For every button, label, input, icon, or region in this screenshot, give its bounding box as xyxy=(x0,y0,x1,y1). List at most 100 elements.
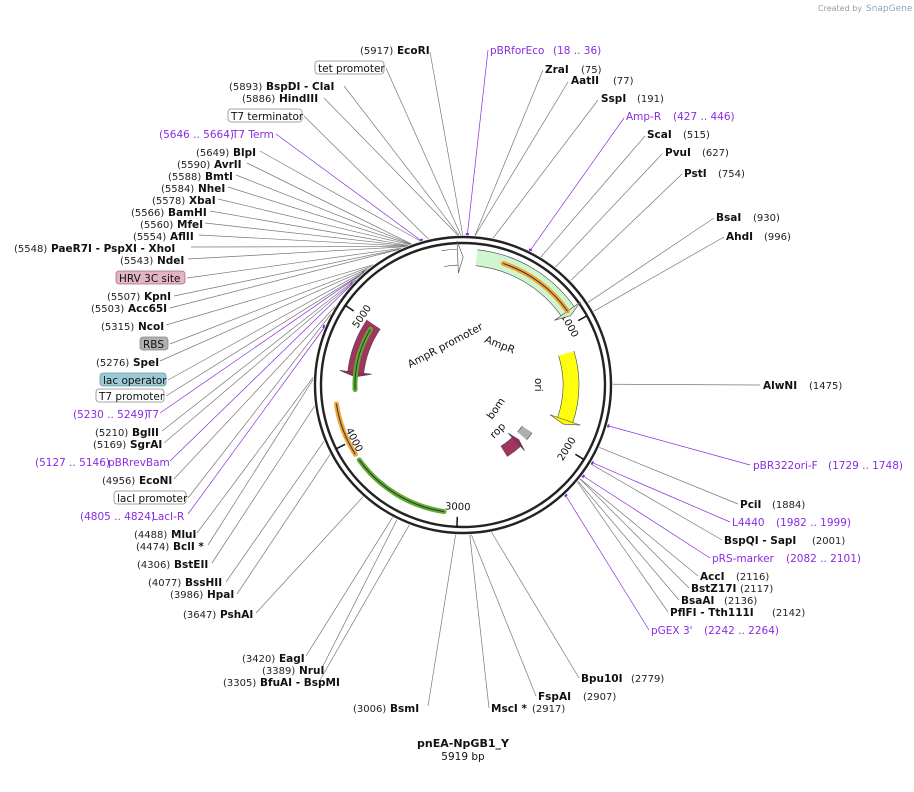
site-label-scai: ScaI xyxy=(647,129,672,141)
site-connector xyxy=(474,69,544,236)
site-label-aatii: AatII xyxy=(571,75,599,87)
site-connector xyxy=(186,247,402,279)
site-label-econi: EcoNI xyxy=(139,475,172,487)
site-label-spei: SpeI xyxy=(133,357,159,369)
site-label-hindiii: HindIII xyxy=(279,93,318,105)
site-connector xyxy=(159,268,369,362)
site-connector xyxy=(173,248,400,297)
feature-label-ampr: AmpR xyxy=(483,334,517,357)
feature-label-laci-promoter: lacI promoter xyxy=(117,493,188,505)
site-connector xyxy=(593,236,725,312)
primer-pos: (427 .. 446) xyxy=(673,111,735,123)
site-label-bstz17i: BstZ17I xyxy=(691,583,736,595)
primer-mark xyxy=(528,248,533,252)
feature-label-ampr-promoter: AmpR promoter xyxy=(406,321,486,371)
site-connector xyxy=(167,269,367,381)
site-label-zrai: ZraI xyxy=(545,64,569,76)
site-pos: (4306) xyxy=(137,560,170,571)
site-label-bsai: BsaI xyxy=(716,212,741,224)
site-connector xyxy=(173,306,336,480)
site-label-avrii: AvrII xyxy=(214,159,242,171)
site-connector xyxy=(198,234,407,247)
site-connector xyxy=(429,51,464,236)
site-label-bpu10i: Bpu10I xyxy=(581,673,623,685)
site-pos: (5584) xyxy=(161,184,194,195)
primer-mark xyxy=(564,493,568,498)
site-pos: (2917) xyxy=(532,704,565,715)
site-connector xyxy=(246,162,412,245)
site-connector xyxy=(577,481,669,613)
site-connector xyxy=(187,314,331,499)
site-label-fspai: FspAI xyxy=(538,691,571,703)
site-connector xyxy=(236,454,331,595)
site-connector xyxy=(303,115,429,240)
site-pos: (5566) xyxy=(131,208,164,219)
site-pos: (77) xyxy=(613,76,634,87)
site-pos: (5276) xyxy=(96,358,129,369)
site-label-paer7i-pspxi-xhoi: PaeR7I - PspXI - XhoI xyxy=(51,243,175,255)
site-connector xyxy=(187,246,405,260)
site-pos: (5210) xyxy=(95,428,128,439)
site-connector xyxy=(321,519,398,669)
site-connector xyxy=(466,49,489,236)
site-connector xyxy=(591,462,731,523)
credit-prefix: Created by xyxy=(818,4,862,13)
site-label-alwni: AlwNI xyxy=(763,380,797,392)
site-pos: (3305) xyxy=(223,678,256,689)
site-label-nrui: NruI xyxy=(299,665,324,677)
tick-mark xyxy=(335,443,346,450)
feature-arrow-body xyxy=(517,425,533,440)
primer-mark xyxy=(581,474,586,479)
site-label-pflfi-tth111i: PflFI - Tth111I xyxy=(670,607,754,619)
site-connector xyxy=(471,534,537,697)
site-connector xyxy=(305,517,393,657)
plasmid-size: 5919 bp xyxy=(441,751,485,763)
site-connector xyxy=(211,405,315,564)
site-connector xyxy=(163,279,357,444)
site-label-kpni: KpnI xyxy=(144,291,171,303)
site-pos: (2779) xyxy=(631,674,664,685)
site-pos: (5169) xyxy=(93,440,126,451)
site-connector xyxy=(579,478,699,577)
site-label-ncoi: NcoI xyxy=(138,321,164,333)
site-connector xyxy=(169,265,372,345)
site-pos: (5588) xyxy=(168,172,201,183)
orf-arrow-line xyxy=(335,403,356,455)
site-label-acc65i: Acc65I xyxy=(128,303,167,315)
site-pos: (4077) xyxy=(148,578,181,589)
feature-label-t7-terminator: T7 terminator xyxy=(230,111,304,123)
feature-label-lac-operator: lac operator xyxy=(103,375,167,387)
plasmid-name: pnEA-NpGB1_Y xyxy=(417,737,510,750)
site-label-nhei: NheI xyxy=(198,183,225,195)
site-label-blpi: BlpI xyxy=(233,147,256,159)
site-connector xyxy=(209,210,409,246)
site-connector xyxy=(204,222,408,247)
primer-pos: (5127 .. 5146) xyxy=(35,457,110,469)
site-connector xyxy=(492,99,599,239)
primer-pos: (18 .. 36) xyxy=(553,45,601,57)
site-label-ndei: NdeI xyxy=(157,255,184,267)
site-connector xyxy=(540,135,646,258)
site-pos: (930) xyxy=(753,213,780,224)
site-pos: (2116) xyxy=(736,572,769,583)
site-connector-lines xyxy=(159,49,761,709)
site-label-bglii: BglII xyxy=(132,427,159,439)
site-pos: (2136) xyxy=(724,596,757,607)
primer-mark xyxy=(606,424,610,428)
feature-box xyxy=(227,108,303,123)
site-label-pvui: PvuI xyxy=(665,147,691,159)
site-connector xyxy=(599,447,739,505)
site-pos: (5590) xyxy=(177,160,210,171)
feature-box xyxy=(314,60,385,75)
primer-pos: (4805 .. 4824) xyxy=(80,511,155,523)
site-pos: (5507) xyxy=(107,292,140,303)
site-pos: (5543) xyxy=(120,256,153,267)
site-pos: (5886) xyxy=(242,94,275,105)
site-label-xbai: XbaI xyxy=(189,195,216,207)
site-pos: (5893) xyxy=(229,82,262,93)
site-pos: (996) xyxy=(764,232,791,243)
site-label-hpai: HpaI xyxy=(207,589,234,601)
primer-label-t7: T7 xyxy=(145,409,159,421)
site-connector xyxy=(564,494,650,631)
